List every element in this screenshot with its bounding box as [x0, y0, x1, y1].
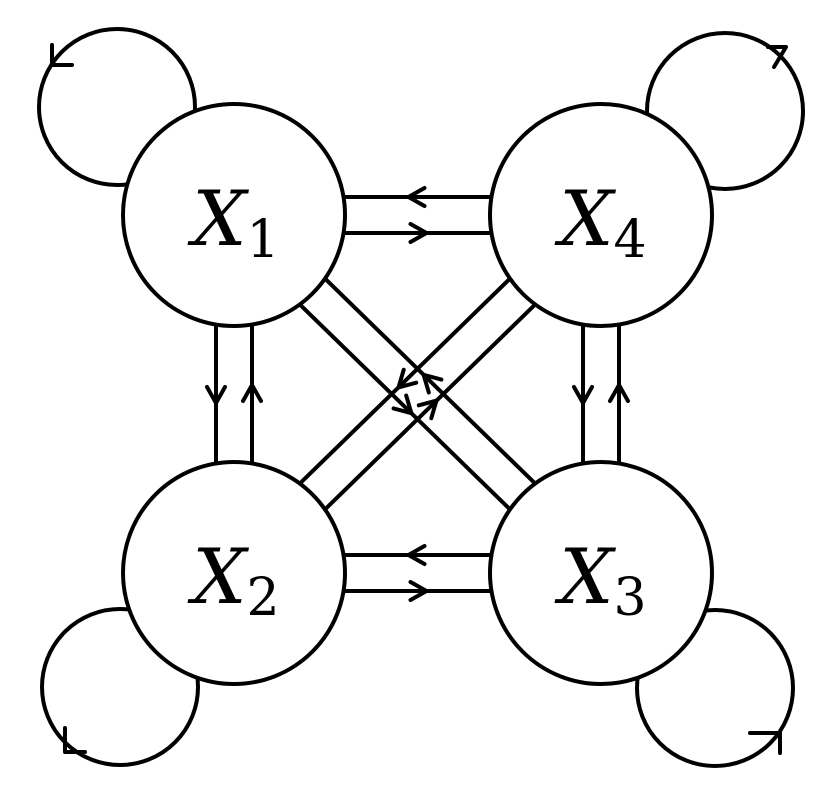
arrowhead-icon [205, 385, 227, 405]
node-x3-label: X3 [554, 532, 646, 628]
self-loop-arc [37, 27, 197, 187]
self-loop-x3 [635, 608, 795, 768]
node-x2-label: X2 [187, 532, 279, 628]
node-x1-circle [121, 102, 347, 328]
self-loops [37, 27, 805, 768]
node-x3-circle [488, 460, 714, 686]
edge-x2-to-x4 [323, 302, 537, 511]
loop-arrowhead-icon [766, 45, 788, 69]
edge-x2-to-x1 [241, 324, 263, 464]
node-x4-circle [488, 102, 714, 328]
node-x3: X3 [488, 460, 714, 686]
edge-x4-to-x2 [298, 277, 512, 486]
edge-x3-to-x2 [343, 544, 492, 566]
node-x2-circle [121, 460, 347, 686]
arrowhead-icon [391, 393, 414, 416]
edge-x3-to-x1 [323, 277, 537, 486]
arrowhead-icon [406, 186, 427, 208]
loop-arrowhead-icon [63, 726, 87, 754]
edge-x1-to-x2 [205, 324, 227, 464]
self-loop-arc [635, 608, 795, 768]
edge-line [323, 302, 537, 511]
edge-x3-to-x4 [608, 324, 630, 464]
edge-x2-to-x3 [343, 580, 492, 602]
arrowhead-icon [396, 367, 419, 390]
self-loop-x1 [37, 27, 197, 187]
edge-x4-to-x1 [343, 186, 492, 208]
arrowhead-icon [421, 372, 444, 395]
arrowhead-icon [241, 383, 263, 403]
edge-x1-to-x4 [343, 222, 492, 244]
node-x4-label: X4 [554, 174, 646, 270]
loop-arrowhead-icon [748, 731, 782, 755]
arrowhead-icon [608, 383, 630, 403]
arrowhead-icon [572, 385, 594, 405]
edge-x4-to-x3 [572, 324, 594, 464]
node-x2: X2 [121, 460, 347, 686]
transition-edges [205, 186, 630, 602]
node-x1: X1 [121, 102, 347, 328]
node-x4: X4 [488, 102, 714, 328]
arrowhead-icon [408, 222, 429, 244]
arrowhead-icon [408, 580, 429, 602]
edge-x1-to-x3 [298, 302, 512, 511]
edge-line [298, 277, 512, 486]
arrowhead-icon [406, 544, 427, 566]
self-loop-x2 [40, 607, 200, 767]
self-loop-arc [645, 31, 805, 191]
loop-arrowhead-icon [50, 43, 74, 67]
self-loop-arc [40, 607, 200, 767]
edge-line [298, 302, 512, 511]
self-loop-x4 [645, 31, 805, 191]
arrowhead-icon [416, 398, 439, 421]
node-x1-label: X1 [187, 174, 279, 270]
edge-line [323, 277, 537, 486]
